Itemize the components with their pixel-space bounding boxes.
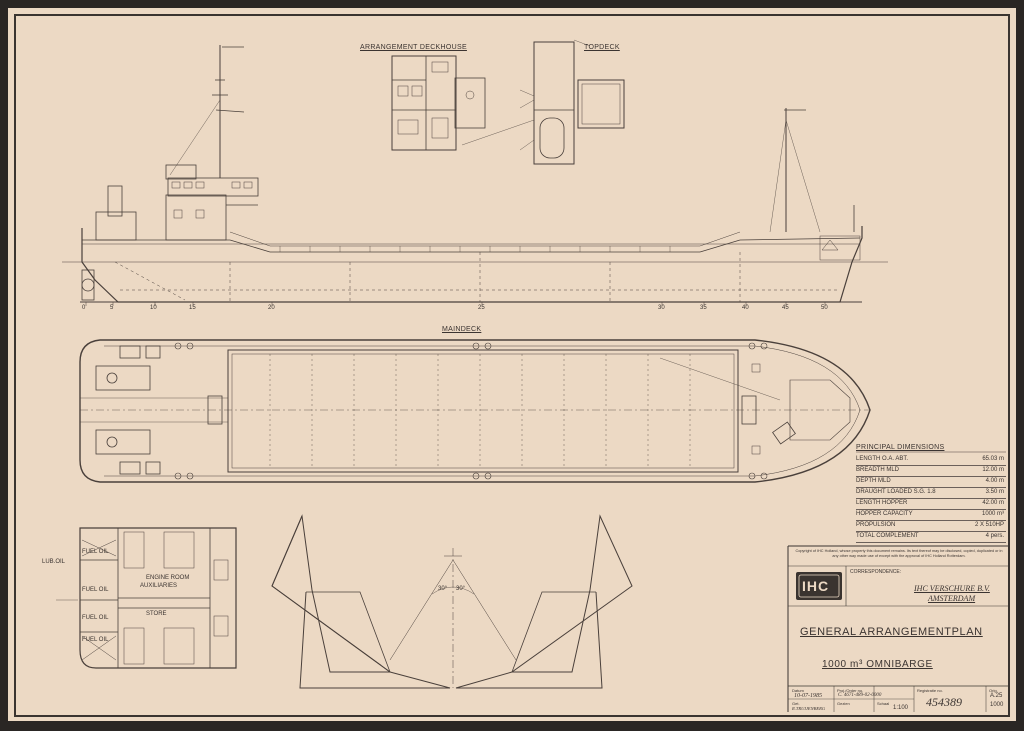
drawn-value: R.TRUIJENBERG	[792, 706, 826, 711]
deckhouse-plan	[391, 55, 486, 151]
maindeck-plan	[79, 339, 871, 483]
frame-number: 30	[658, 305, 665, 311]
fuel-oil-label: FUEL OIL	[82, 587, 109, 593]
drawing-subtitle: 1000 m³ OMNIBARGE	[822, 659, 933, 670]
store-label: STORE	[146, 611, 167, 617]
company-city: AMSTERDAM	[928, 594, 976, 603]
fuel-oil-label: FUEL OIL	[82, 637, 109, 643]
frame-number: 50	[821, 305, 828, 311]
topdeck-plan	[461, 39, 625, 165]
side-elevation	[62, 45, 888, 306]
frame-number: 20	[268, 305, 275, 311]
ihc-logo	[796, 572, 842, 600]
drawing-frame	[14, 14, 1010, 717]
correspondence-label: CORRESPONDENCE:	[850, 569, 902, 575]
title-block-lines	[787, 545, 1008, 712]
lub-oil-label: LUB.OIL	[42, 559, 66, 565]
project-label: Proj./Order no.	[837, 688, 864, 693]
copyright-note: Copyright of IHC Holland, whose property…	[795, 549, 1003, 558]
size-value-2: 1000	[990, 702, 1004, 708]
fuel-oil-label: FUEL OIL	[82, 549, 109, 555]
auxiliaries-label: AUXILIARIES	[140, 583, 178, 589]
ihc-logo-text: IHC	[802, 578, 830, 594]
drawing-title: GENERAL ARRANGEMENTPLAN	[800, 626, 983, 638]
frame-number: 25	[478, 305, 485, 311]
deckhouse-title: ARRANGEMENT DECKHOUSE	[360, 44, 467, 51]
registration-number: 454389	[926, 695, 962, 709]
angle-label: 30°	[456, 586, 466, 592]
checked-label: Gezien	[837, 701, 850, 706]
date-label: Datum	[792, 688, 804, 693]
frame-number: 0	[82, 305, 86, 311]
frame-number: 15	[189, 305, 196, 311]
engine-room-section	[56, 527, 237, 669]
topdeck-title: TOPDECK	[584, 44, 620, 51]
principal-dimensions-title: PRINCIPAL DIMENSIONS	[856, 444, 945, 451]
drawing-sheet	[8, 8, 1016, 721]
registration-label: Registratie no.	[917, 688, 943, 693]
size-label: Orig.	[989, 688, 998, 693]
scale-label: Schaal	[877, 701, 890, 706]
scale-value: 1:100	[893, 705, 909, 711]
frame-number: 45	[782, 305, 789, 311]
maindeck-title: MAINDECK	[442, 326, 482, 333]
frame-number: 10	[150, 305, 157, 311]
date-value: 10-07-1985	[794, 693, 822, 699]
angle-label: 30°	[438, 586, 448, 592]
size-value: A.25	[990, 693, 1003, 699]
project-value: C. 4671-489-02-0000	[838, 693, 882, 698]
engine-room-label: ENGINE ROOM	[146, 575, 190, 581]
split-hull-section	[271, 514, 633, 689]
frame-number: 40	[742, 305, 749, 311]
dimension-row: LENGTH O.A. ABT.65.03 m	[856, 455, 1006, 466]
frame-number: 5	[110, 305, 114, 311]
fuel-oil-label: FUEL OIL	[82, 615, 109, 621]
frame-number: 35	[700, 305, 707, 311]
company-name: IHC VERSCHURE B.V.	[914, 584, 990, 593]
drawn-label: Get.	[792, 701, 800, 706]
